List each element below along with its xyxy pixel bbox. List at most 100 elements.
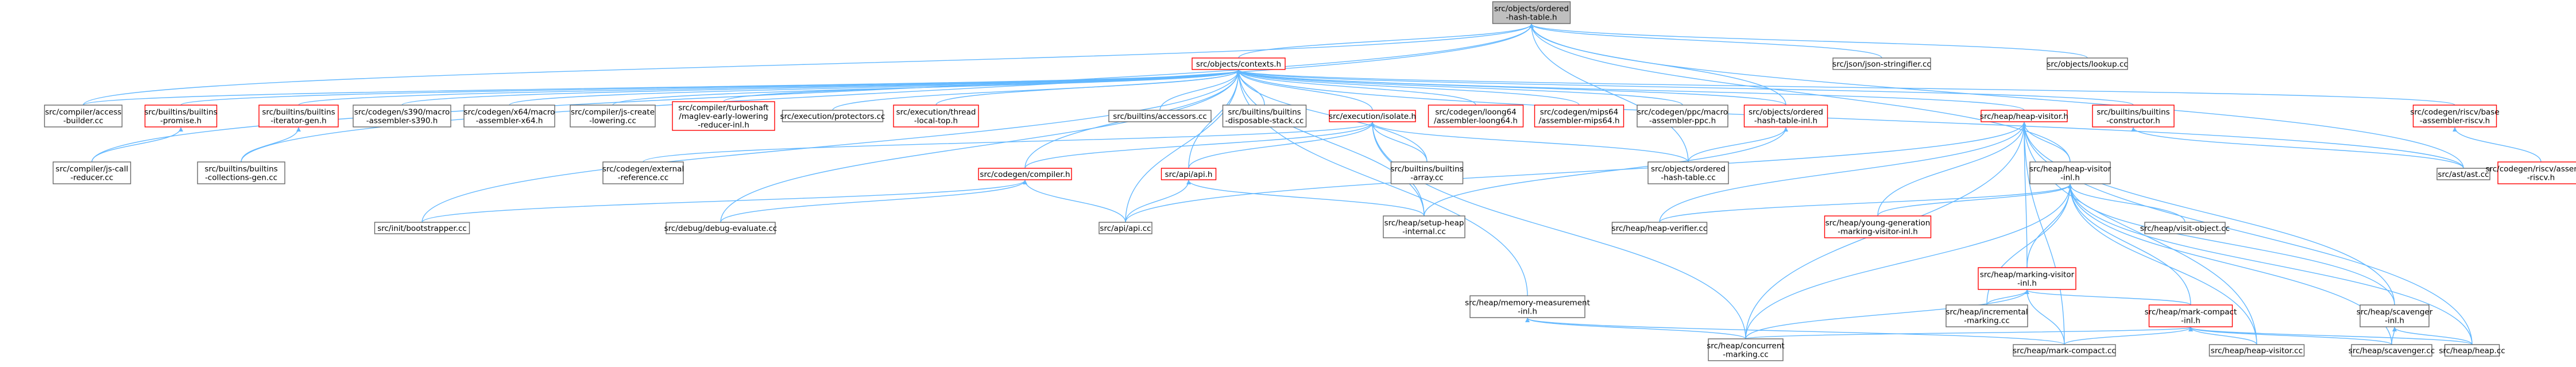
edge-mark-compact-cc-to-mark-compact-inl [2064,327,2193,345]
edge-concurrent-to-marking-visitor [1745,289,2029,339]
file-node-mips64[interactable]: src/codegen/mips64/assembler-mips64.h [1534,105,1624,128]
file-node-accessors[interactable]: src/builtins/accessors.cc [1108,110,1212,122]
edge-compiler-h-to-isolate [1024,122,1375,169]
node-label: src/heap/heap-visitor.cc [2211,346,2303,356]
edge-scavenger-inl-to-heap-visitor-h [2022,122,2395,306]
node-label: src/builtins/accessors.cc [1113,112,1207,121]
node-box [1329,110,1416,122]
file-node-heap-visitor-inl[interactable]: src/heap/heap-visitor-inl.h [2029,161,2111,184]
node-label: src/codegen/x64/macro [464,108,555,117]
file-node-mark-compact-cc[interactable]: src/heap/mark-compact.cc [2013,344,2116,357]
file-node-scavenger-cc[interactable]: src/heap/scavenger.cc [2349,344,2435,357]
file-node-loong64[interactable]: src/codegen/loong64/assembler-loong64.h [1428,105,1524,128]
file-node-mem-measure[interactable]: src/heap/memory-measurement-inl.h [1465,295,1590,318]
node-box [2436,168,2490,180]
node-label: -local-top.h [914,117,958,126]
file-node-thread-local[interactable]: src/execution/thread-local-top.h [893,105,979,128]
file-node-isolate[interactable]: src/execution/isolate.h [1329,110,1416,122]
edge-mark-compact-inl-to-heap-visitor-inl [2068,184,2191,306]
node-label: -marking.cc [1723,350,1769,360]
node-label: -reducer-inl.h [698,121,749,130]
node-label: -assembler-riscv.h [2420,117,2490,126]
file-node-concurrent[interactable]: src/heap/concurrent-marking.cc [1707,338,1785,361]
edge-ppc-to-contexts [1236,69,1683,106]
file-node-heap-visitor-cc[interactable]: src/heap/heap-visitor.cc [2208,344,2305,357]
node-box [258,105,339,128]
file-node-visit-object[interactable]: src/heap/visit-object.cc [2140,222,2230,234]
node-label: src/heap/memory-measurement [1465,299,1590,308]
edge-bootstrapper-to-compiler-h [421,180,1027,223]
file-node-riscv-base[interactable]: src/codegen/riscv/base-assembler-riscv.h [2410,105,2500,128]
file-node-root[interactable]: src/objects/ordered-hash-table.h [1492,1,1571,24]
file-node-lookup[interactable]: src/objects/lookup.cc [2047,57,2128,70]
file-node-ordered-inl[interactable]: src/objects/ordered-hash-table-inl.h [1743,105,1828,128]
node-label: src/objects/ordered [1651,165,1726,174]
file-node-json[interactable]: src/json/json-stringifier.cc [1832,57,1931,70]
file-node-js-create[interactable]: src/compiler/js-create-lowering.cc [570,105,656,128]
file-node-constructor[interactable]: src/builtins/builtins-constructor.h [2092,105,2175,128]
node-label: src/heap/scavenger [2357,308,2433,317]
node-label: src/compiler/access [45,108,121,117]
node-label: -constructor.h [2106,117,2160,126]
edge-heap-cc-to-scavenger-inl [2392,327,2473,345]
file-node-heap-visitor-h[interactable]: src/heap/heap-visitor.h [1980,110,2068,122]
node-label: src/codegen/compiler.h [980,170,1070,179]
file-node-ppc[interactable]: src/codegen/ppc/macro-assembler-ppc.h [1637,105,1728,128]
node-box [1192,57,1286,70]
file-node-heap-cc[interactable]: src/heap/heap.cc [2439,344,2505,357]
file-node-ast[interactable]: src/ast/ast.cc [2436,168,2490,180]
file-node-scavenger-inl[interactable]: src/heap/scavenger-inl.h [2357,304,2433,327]
file-node-mark-compact-inl[interactable]: src/heap/mark-compact-inl.h [2145,304,2237,327]
file-node-marking-visitor[interactable]: src/heap/marking-visitor-inl.h [1978,267,2076,290]
file-node-protectors[interactable]: src/execution/protectors.cc [780,110,885,122]
node-label: src/heap/mark-compact.cc [2013,346,2116,356]
node-label: src/builtins/builtins [2097,108,2169,117]
file-node-compiler-h[interactable]: src/codegen/compiler.h [978,168,1072,180]
file-node-builtins-promise[interactable]: src/builtins/builtins-promise.h [144,105,218,128]
file-node-maglev[interactable]: src/compiler/turboshaft/maglev-early-low… [672,101,775,131]
node-label: src/objects/contexts.h [1196,60,1281,69]
file-node-api-h[interactable]: src/api/api.h [1161,168,1217,180]
edge-riscv-base-to-contexts [1236,69,2455,106]
file-node-external-ref[interactable]: src/codegen/external-reference.cc [602,161,684,184]
file-node-setup-heap[interactable]: src/heap/setup-heap-internal.cc [1383,215,1465,238]
node-label: src/heap/setup-heap [1384,219,1464,228]
edge-heap-visitor-cc-to-mark-compact-inl [2188,327,2257,345]
node-box [1743,105,1828,128]
node-label: src/codegen/riscv/assembler [2485,165,2576,174]
edge-setup-heap-to-ordered-inl [1424,127,1788,217]
node-label: src/compiler/js-create [571,108,655,117]
edge-mark-compact-cc-to-heap-visitor-h [2022,122,2065,345]
file-node-contexts[interactable]: src/objects/contexts.h [1192,57,1286,70]
edge-scavenger-cc-to-mark-compact-inl [2188,327,2392,345]
file-node-access-builder[interactable]: src/compiler/access-builder.cc [44,105,123,128]
node-box [1534,105,1624,128]
node-label: src/heap/incremental [1945,308,2028,317]
file-node-builtins-array[interactable]: src/builtins/builtins-array.cc [1390,161,1464,184]
node-label: -inl.h [2017,279,2037,288]
file-node-disposable[interactable]: src/builtins/builtins-disposable-stack.c… [1222,105,1307,128]
file-node-s390[interactable]: src/codegen/s390/macro-assembler-s390.h [353,105,451,128]
file-node-api-cc[interactable]: src/api/api.cc [1099,222,1152,234]
node-label: -inl.h [2060,173,2080,183]
file-node-incr-marking[interactable]: src/heap/incremental-marking.cc [1945,304,2028,327]
node-label: src/objects/lookup.cc [2047,60,2128,69]
node-box [2412,105,2497,128]
file-node-iterator-gen[interactable]: src/builtins/builtins-iterator-gen.h [258,105,339,128]
node-label: src/execution/isolate.h [1329,112,1416,121]
file-node-heap-verifier[interactable]: src/heap/heap-verifier.cc [1612,222,1708,234]
file-node-bootstrapper[interactable]: src/init/bootstrapper.cc [374,222,470,234]
node-label: src/heap/mark-compact [2145,308,2237,317]
node-box [1383,215,1465,238]
file-node-x64[interactable]: src/codegen/x64/macro-assembler-x64.h [463,105,555,128]
file-node-js-call[interactable]: src/compiler/js-call-reducer.cc [52,161,131,184]
edge-json-to-root [1529,24,1882,59]
file-node-riscv-asm[interactable]: src/codegen/riscv/assembler-riscv.h [2485,161,2576,184]
node-label: src/builtins/builtins [1390,165,1463,174]
file-node-debug-eval[interactable]: src/debug/debug-evaluate.cc [664,222,778,234]
edge-api-cc-to-heap-visitor-h [1125,122,2026,223]
node-box [2360,304,2430,327]
file-node-collections[interactable]: src/builtins/builtins-collections-gen.cc [197,161,285,184]
file-node-young-gen[interactable]: src/heap/young-generation-marking-visito… [1824,215,1932,238]
file-node-ordered-cc[interactable]: src/objects/ordered-hash-table.cc [1647,161,1729,184]
